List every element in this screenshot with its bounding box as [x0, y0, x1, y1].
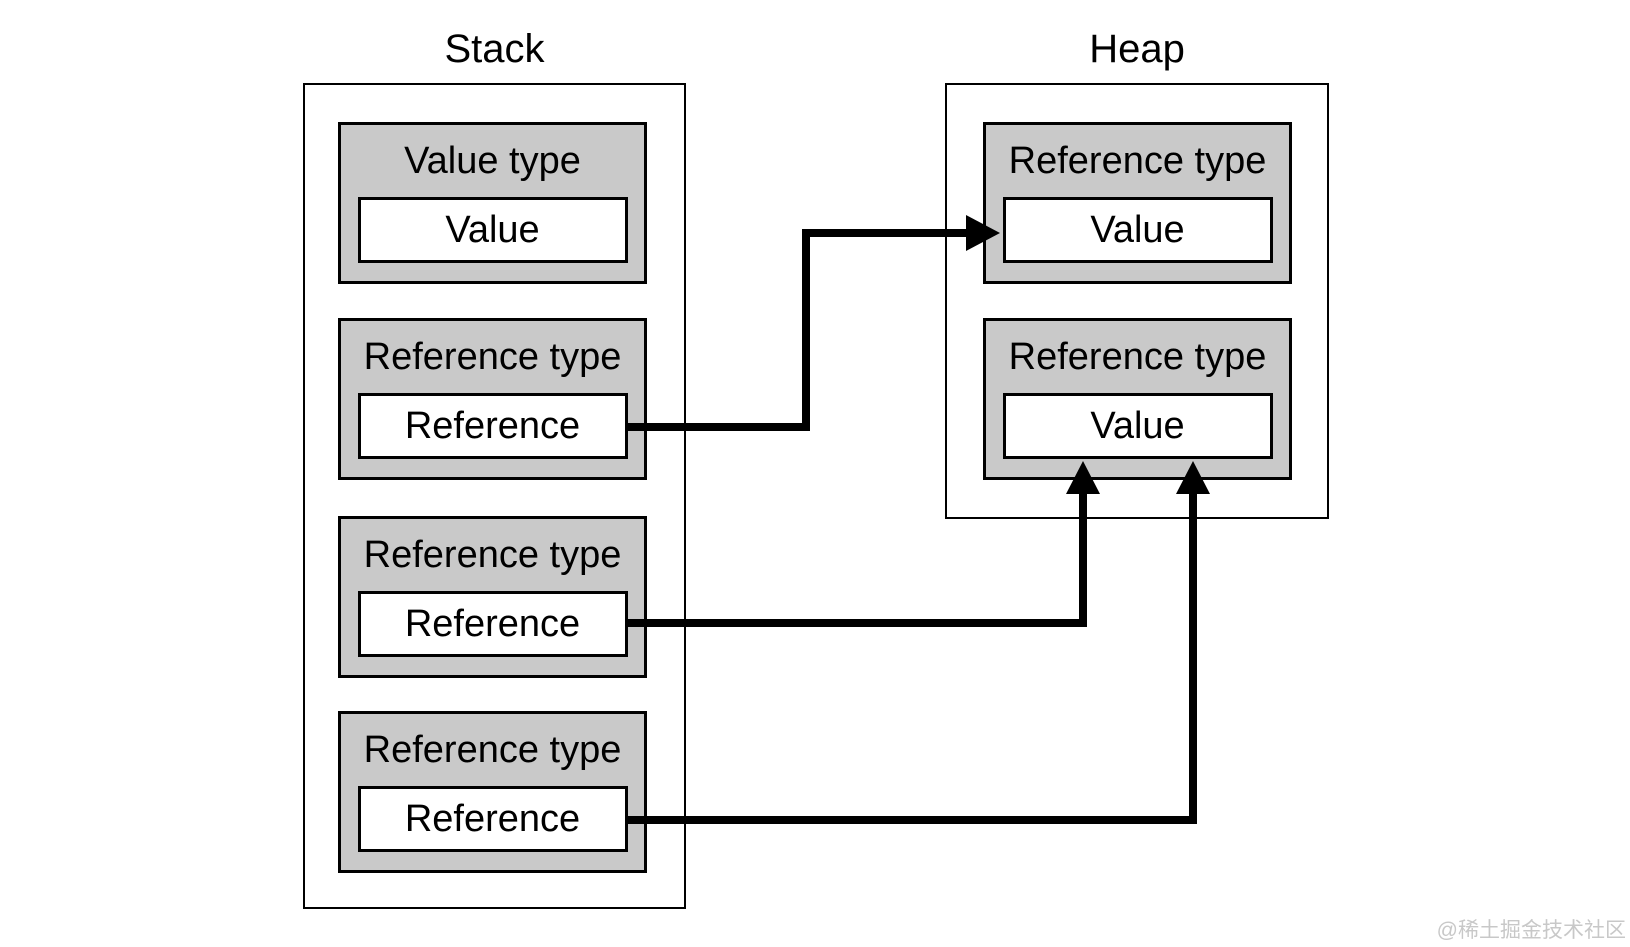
slot-cell: Reference — [357, 786, 628, 852]
stack-slot-reference-2: Reference type Reference — [338, 516, 647, 678]
heap-slot-reference-2: Reference type Value — [983, 318, 1292, 480]
slot-type-label: Value type — [404, 139, 581, 182]
watermark-text: @稀土掘金技术社区 — [1436, 919, 1626, 942]
stack-slot-reference-3: Reference type Reference — [338, 711, 647, 873]
slot-type-label: Reference type — [363, 533, 622, 576]
stack-title: Stack — [444, 27, 545, 71]
slot-cell: Value — [1002, 393, 1273, 459]
heap-title: Heap — [1089, 27, 1185, 71]
slot-cell: Value — [1002, 197, 1273, 263]
slot-type-label: Reference type — [1008, 335, 1267, 378]
slot-type-label: Reference type — [363, 335, 622, 378]
stack-slot-reference-1: Reference type Reference — [338, 318, 647, 480]
heap-slot-reference-1: Reference type Value — [983, 122, 1292, 284]
slot-cell: Reference — [357, 393, 628, 459]
slot-type-label: Reference type — [363, 728, 622, 771]
slot-cell: Value — [357, 197, 628, 263]
stack-slot-value-type: Value type Value — [338, 122, 647, 284]
slot-type-label: Reference type — [1008, 139, 1267, 182]
slot-cell: Reference — [357, 591, 628, 657]
